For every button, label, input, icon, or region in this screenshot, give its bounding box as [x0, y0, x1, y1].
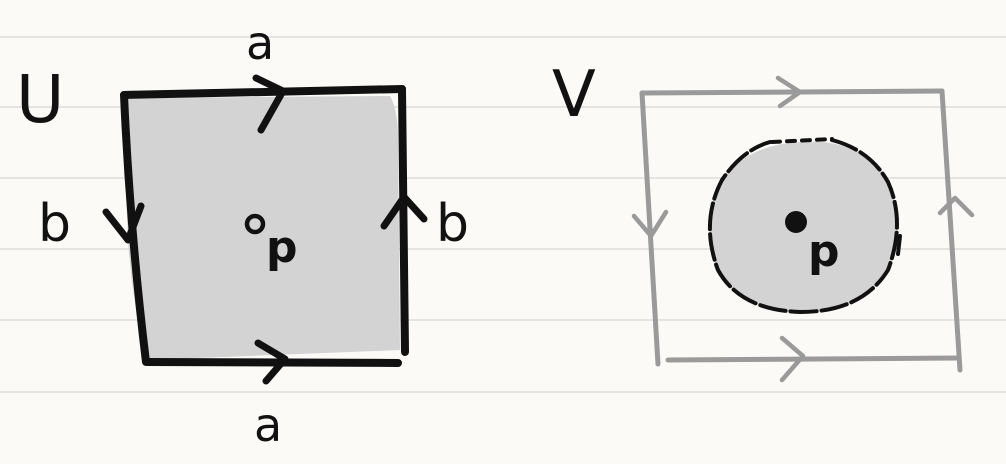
u-edge-top [120, 85, 406, 99]
v-edge-arrows [631, 75, 975, 383]
u-right-arrow-icon [380, 193, 428, 230]
u-bottom-arrow-icon [254, 339, 289, 385]
u-top-arrow-icon [252, 74, 287, 134]
v-disc-boundary-tick [896, 234, 902, 256]
v-left-arrow-icon [631, 209, 669, 239]
v-point-label: p [808, 226, 840, 277]
u-right-edge-label: b [436, 194, 469, 254]
u-point-label: p [266, 222, 298, 273]
v-top-arrow-icon [775, 75, 803, 109]
v-edge-right [939, 88, 963, 373]
v-point-dot [785, 211, 807, 233]
v-edge-bottom [665, 355, 961, 363]
u-point-open-circle [244, 213, 266, 235]
v-label: V [552, 58, 596, 132]
v-disc-boundary [707, 138, 899, 315]
u-top-edge-label: a [246, 16, 274, 70]
u-edge-bottom [144, 358, 402, 367]
u-left-edge-label: b [38, 194, 71, 254]
v-edge-left [639, 90, 661, 367]
u-left-arrow-icon [102, 202, 145, 244]
u-edge-right [398, 85, 409, 356]
v-disc-boundary-dots [770, 137, 834, 144]
u-label: U [16, 61, 64, 138]
v-right-arrow-icon [937, 195, 975, 218]
u-edge-arrows [102, 74, 428, 385]
space-u-diagram: U a a b b p [16, 16, 469, 452]
v-square-edges [639, 88, 963, 373]
space-v-diagram: V p [552, 58, 975, 383]
v-edge-top [639, 88, 945, 96]
v-bottom-arrow-icon [779, 335, 806, 383]
u-bottom-edge-label: a [254, 398, 282, 452]
